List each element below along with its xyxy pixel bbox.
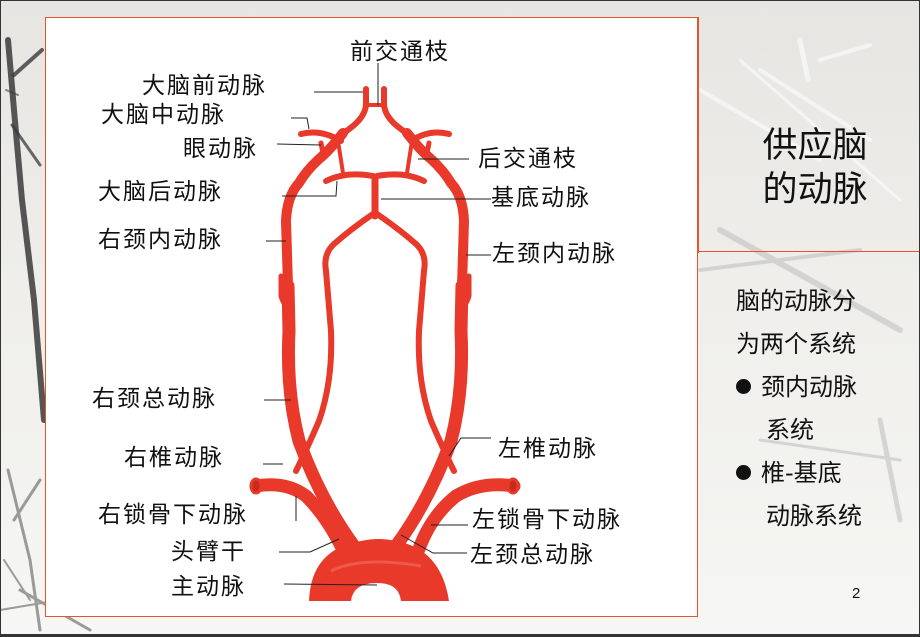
bullet-1-line-1: 颈内动脉 xyxy=(761,373,857,401)
bullet-dot-icon xyxy=(736,464,751,480)
bullet-2-line-2: 动脉系统 xyxy=(766,502,862,530)
label-left-common-carotid: 左颈总动脉 xyxy=(470,542,595,568)
bottom-bar xyxy=(0,634,920,637)
label-basilar: 基底动脉 xyxy=(491,185,591,211)
label-right-vertebral: 右椎动脉 xyxy=(124,445,224,471)
label-left-internal-carotid: 左颈内动脉 xyxy=(492,241,617,267)
slide-title-line-2: 的动脉 xyxy=(762,170,868,210)
label-right-subclavian: 右锁骨下动脉 xyxy=(98,502,248,528)
label-posterior-communicating: 后交通枝 xyxy=(478,146,578,172)
bullet-item-1: 颈内动脉 xyxy=(736,366,862,409)
artery-diagram-frame: 前交通枝 大脑前动脉 大脑中动脉 眼动脉 后交通枝 大脑后动脉 基底动脉 右颈内… xyxy=(45,17,698,617)
page-number: 2 xyxy=(852,585,861,602)
label-left-subclavian: 左锁骨下动脉 xyxy=(472,507,622,533)
cerebral-arteries-diagram xyxy=(249,63,521,601)
label-brachiocephalic: 头臂干 xyxy=(171,539,246,565)
intro-line-2: 为两个系统 xyxy=(736,330,856,358)
divider-vertical xyxy=(698,17,699,253)
divider-horizontal xyxy=(698,251,920,252)
label-anterior-cerebral: 大脑前动脉 xyxy=(142,73,267,99)
label-anterior-communicating: 前交通枝 xyxy=(350,39,450,65)
label-ophthalmic: 眼动脉 xyxy=(183,136,258,162)
label-right-internal-carotid: 右颈内动脉 xyxy=(98,227,223,253)
slide-title-line-1: 供应脑 xyxy=(762,126,868,166)
label-middle-cerebral: 大脑中动脉 xyxy=(101,102,226,128)
bullet-2-line-1: 椎-基底 xyxy=(761,459,842,487)
bullet-item-2: 椎-基底 xyxy=(736,452,862,495)
bullet-1-line-2: 系统 xyxy=(766,416,814,444)
label-aorta: 主动脉 xyxy=(171,574,246,600)
label-right-common-carotid: 右颈总动脉 xyxy=(92,386,217,412)
bullet-dot-icon xyxy=(736,378,751,394)
label-left-vertebral: 左椎动脉 xyxy=(498,436,598,462)
slide-body: 脑的动脉分 为两个系统 颈内动脉 系统 椎-基底 动脉系统 xyxy=(736,280,862,538)
slide-title: 供应脑 的动脉 xyxy=(740,124,890,212)
label-posterior-cerebral: 大脑后动脉 xyxy=(98,179,223,205)
intro-line-1: 脑的动脉分 xyxy=(736,287,856,315)
